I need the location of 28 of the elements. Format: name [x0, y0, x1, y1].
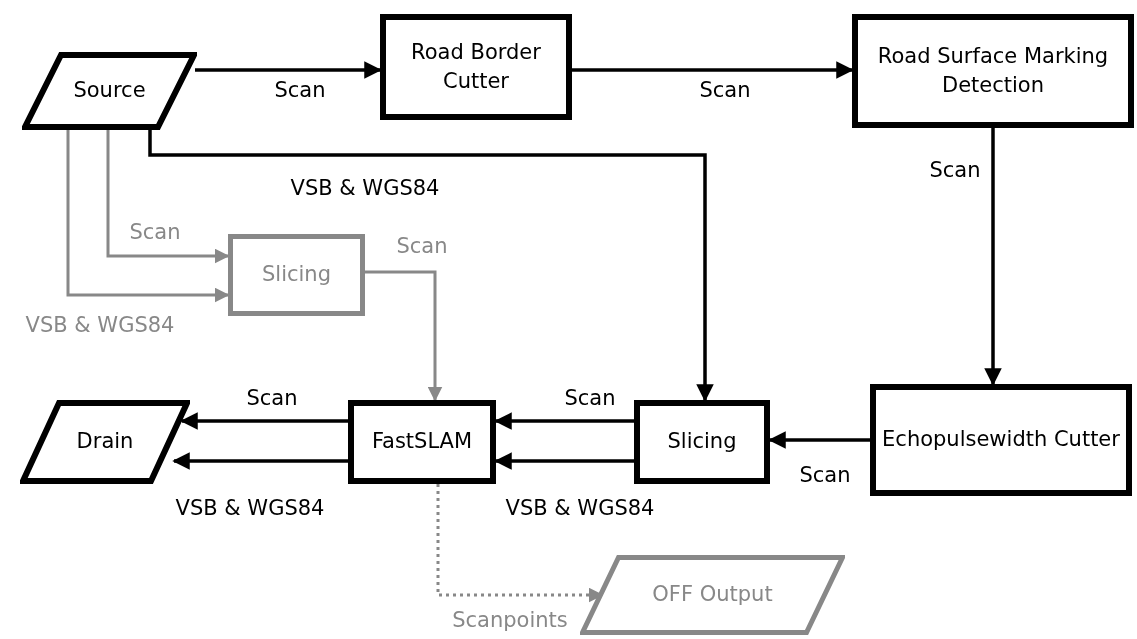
node-label: Slicing: [261, 261, 332, 289]
process-box: [380, 14, 572, 120]
arrow: [572, 61, 854, 79]
io-parallelogram: [20, 400, 190, 484]
io-parallelogram: [22, 52, 197, 130]
process-box: [228, 234, 365, 316]
node-label: Road Border Cutter: [410, 38, 542, 95]
arrow: [180, 412, 348, 430]
arrow: [195, 61, 382, 79]
node-label: Slicing: [666, 428, 738, 456]
process-box: [634, 400, 770, 484]
arrow: [106, 130, 230, 264]
edge-label: Scanpoints: [450, 608, 570, 632]
node-label: Source: [72, 77, 147, 105]
arrow: [984, 128, 1002, 386]
node-label: FastSLAM: [370, 428, 474, 456]
node-label: OFF Output: [651, 581, 774, 609]
node-label: Drain: [75, 428, 135, 456]
process-box: [870, 384, 1132, 496]
arrow: [66, 130, 230, 303]
process-box: [852, 14, 1134, 128]
io-parallelogram: [580, 555, 845, 635]
node-label: Road Surface Marking Detection: [876, 42, 1110, 99]
arrow: [172, 452, 348, 470]
arrow: [365, 270, 443, 402]
process-box: [348, 400, 496, 484]
node-label: Echopulsewidth Cutter: [881, 426, 1121, 454]
arrow: [148, 130, 714, 402]
